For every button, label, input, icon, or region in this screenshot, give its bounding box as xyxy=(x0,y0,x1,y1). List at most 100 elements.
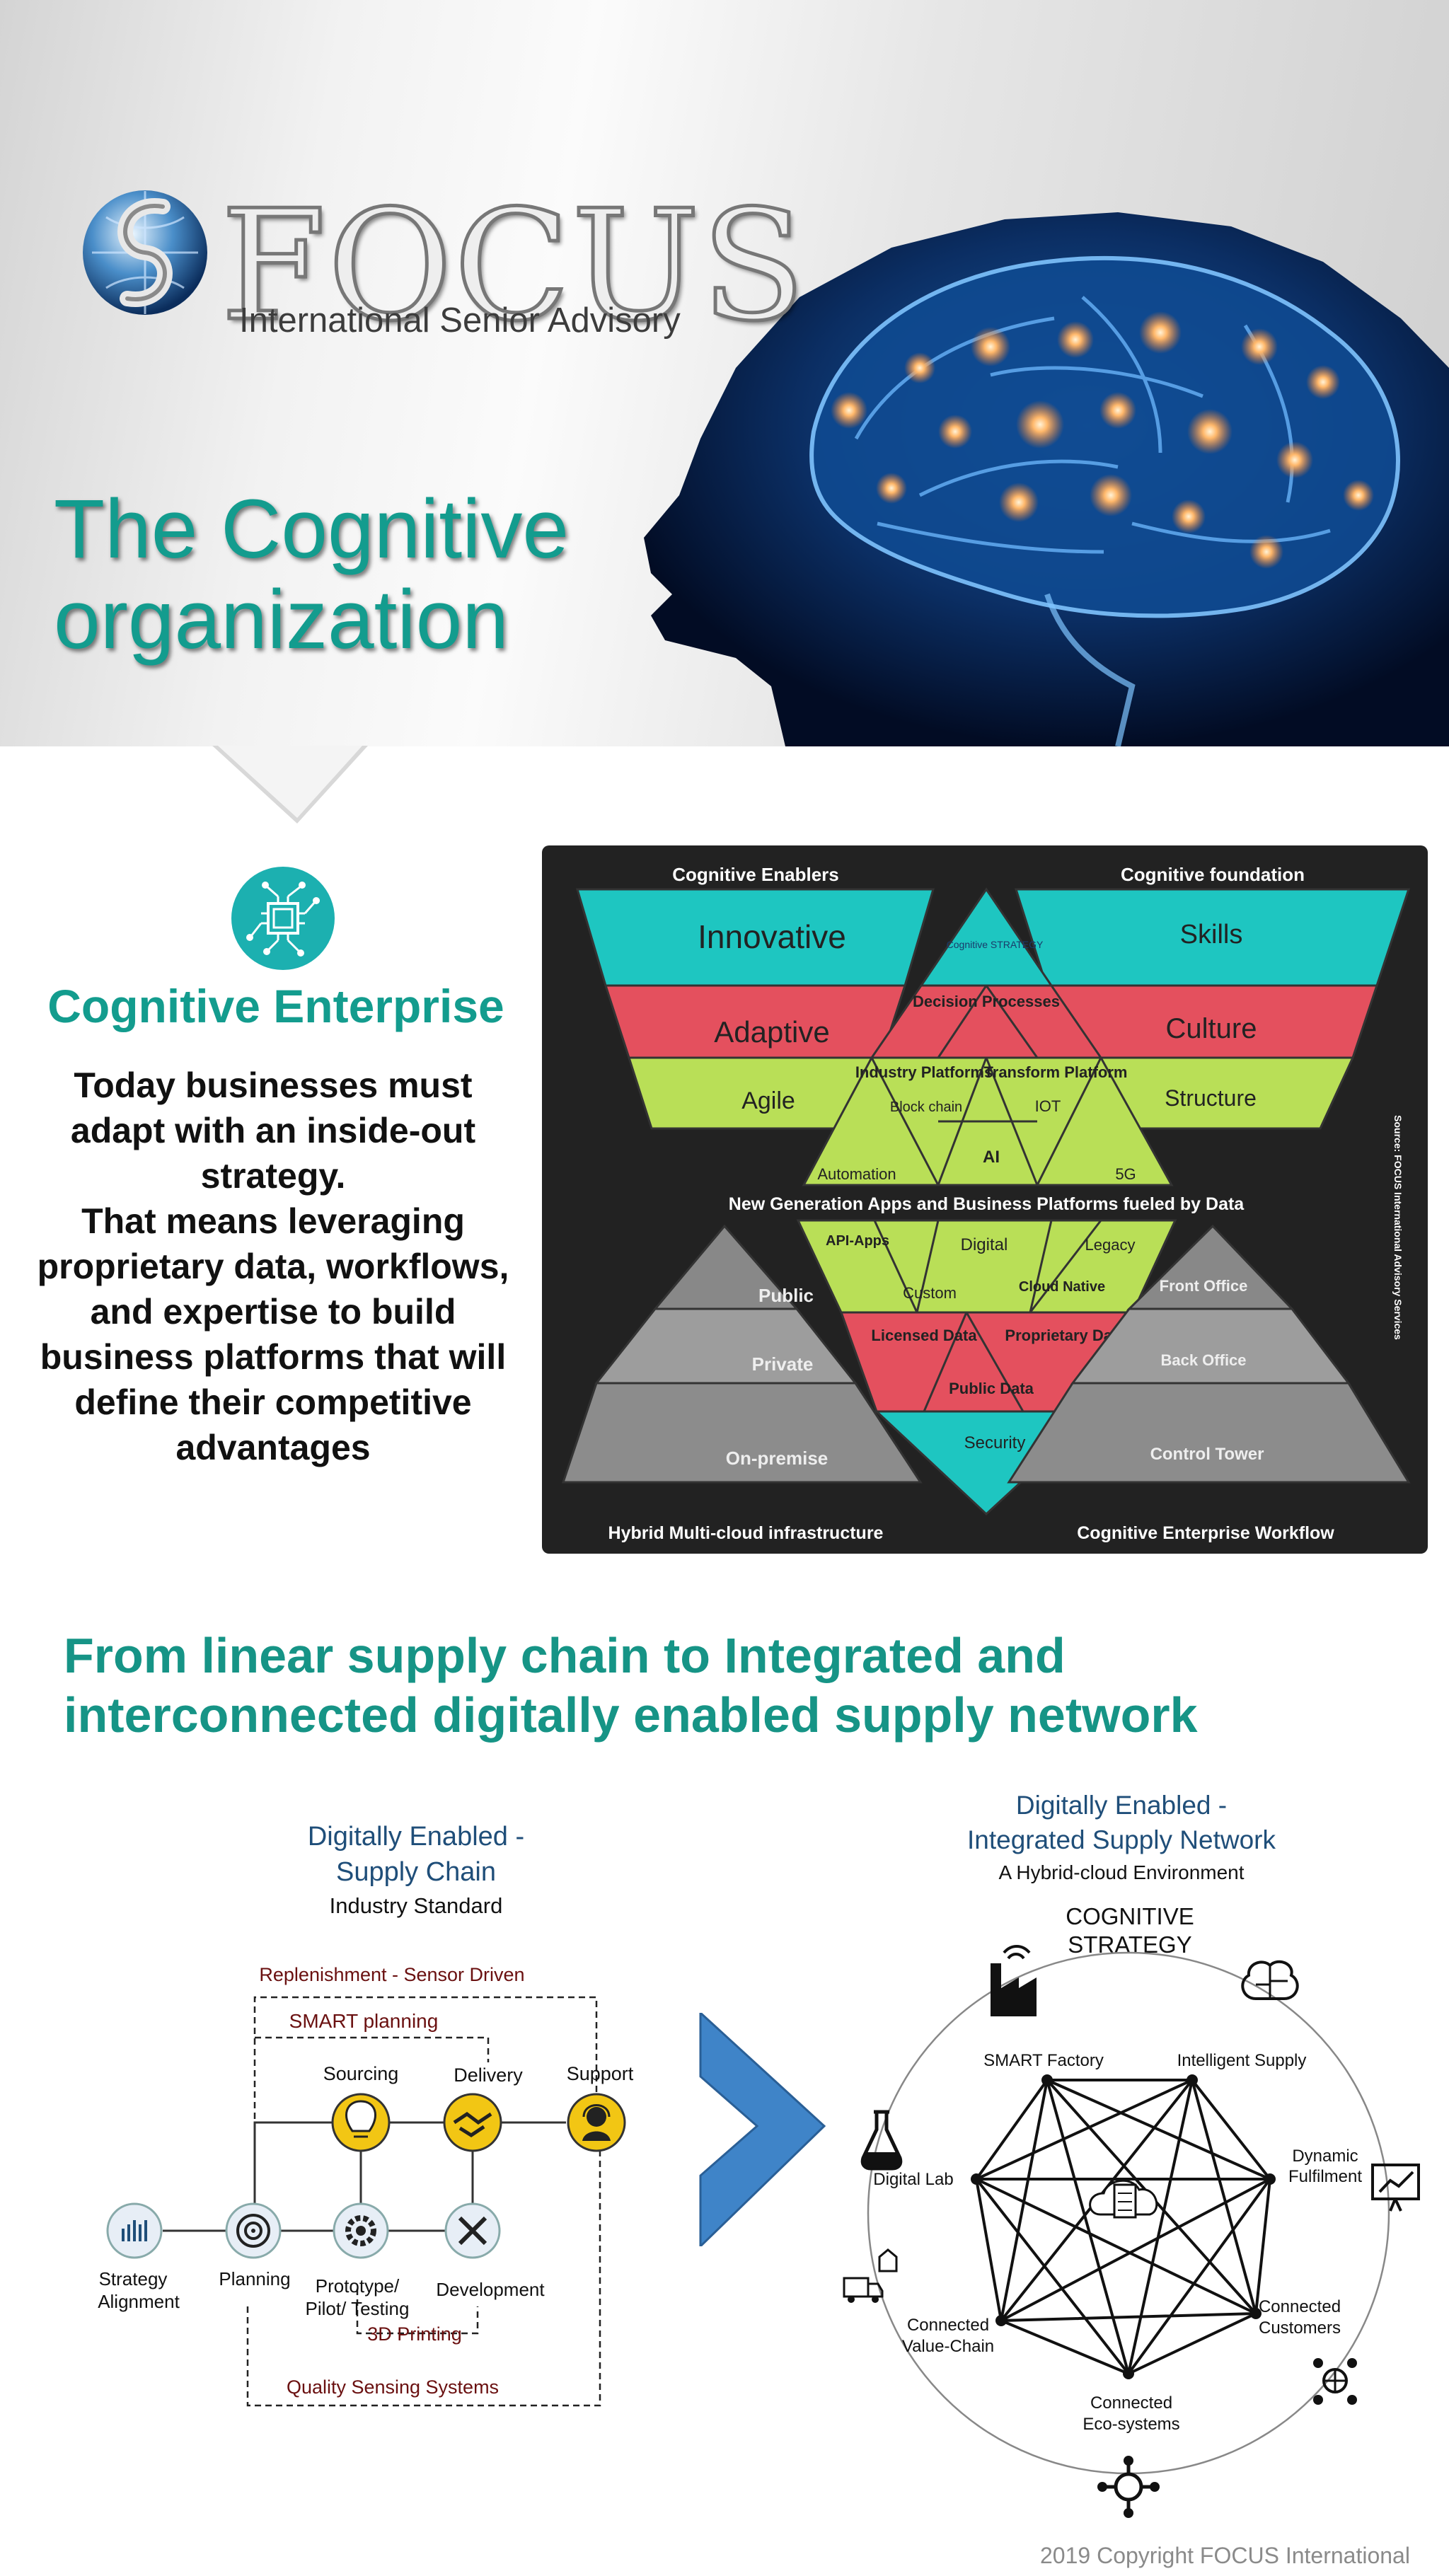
apps-label: Cloud Native xyxy=(1019,1279,1105,1295)
circuit-chip-icon xyxy=(231,867,335,970)
workflow-label: Front Office xyxy=(1160,1277,1248,1295)
data-label: Licensed Data xyxy=(871,1327,977,1344)
brand-name: FOCUS xyxy=(219,177,807,354)
foundation-label: Culture xyxy=(1166,1013,1257,1044)
planning-node xyxy=(225,2202,282,2259)
infra-label: Private xyxy=(752,1353,814,1375)
node-label: Support xyxy=(567,2063,634,2084)
hero-title-line2: organization xyxy=(54,573,509,666)
intro-line: Today businesses must xyxy=(74,1065,473,1105)
apps-label: API-Apps xyxy=(826,1233,889,1249)
center-label: AI xyxy=(983,1148,1000,1167)
workflow-label: Control Tower xyxy=(1150,1445,1264,1464)
supply-heading-line2: interconnected digitally enabled supply … xyxy=(64,1687,1198,1743)
replenishment-label: Replenishment - Sensor Driven xyxy=(259,1964,524,1985)
network-node-label: Fulfilment xyxy=(1288,2167,1362,2186)
center-label: 5G xyxy=(1115,1165,1136,1183)
factory-icon xyxy=(991,1945,1037,2016)
center-label: IOT xyxy=(1035,1097,1061,1115)
center-label: Block chain xyxy=(890,1099,962,1115)
quality-label: Quality Sensing Systems xyxy=(287,2376,499,2398)
supply-network-diagram: Digitally Enabled - Integrated Supply Ne… xyxy=(843,1791,1420,2518)
node-label: Strategy xyxy=(99,2268,168,2289)
intro-paragraph: Today businesses must adapt with an insi… xyxy=(0,1063,546,1470)
center-label: Transform Platform xyxy=(984,1063,1128,1081)
prototype-node xyxy=(333,2202,389,2259)
source-note: Source: FOCUS International Advisory Ser… xyxy=(1392,1115,1404,1340)
intro-line: adapt with an inside-out xyxy=(70,1111,476,1150)
network-title: Digitally Enabled - xyxy=(1016,1791,1227,1820)
network-node-label: SMART Factory xyxy=(983,2051,1104,2070)
brand-tagline: International Senior Advisory xyxy=(239,301,681,340)
foundation-label: Structure xyxy=(1165,1085,1257,1111)
intro-line: That means leveraging xyxy=(81,1201,465,1241)
chain-title: Supply Chain xyxy=(336,1857,496,1887)
apps-label: Digital xyxy=(961,1235,1008,1254)
infra-label: Public xyxy=(758,1285,814,1306)
brain-head-icon xyxy=(644,212,1449,746)
intro-line: and expertise to build xyxy=(90,1292,456,1332)
node-label: Development xyxy=(436,2279,545,2300)
enabler-label: Adaptive xyxy=(714,1015,829,1049)
infra-title: Hybrid Multi-cloud infrastructure xyxy=(608,1523,884,1543)
chevron-right-icon xyxy=(699,2013,826,2246)
support-node xyxy=(567,2093,626,2152)
foundation-title: Cognitive foundation xyxy=(1121,864,1305,885)
printing-label: 3D Printing xyxy=(367,2323,462,2345)
security-label: Security xyxy=(964,1433,1026,1452)
node-label: Sourcing xyxy=(323,2063,399,2084)
network-node-label: Value-Chain xyxy=(902,2337,994,2356)
network-node-label: Customers xyxy=(1259,2318,1341,2338)
network-node-label: Eco-systems xyxy=(1083,2415,1179,2434)
center-label: Cognitive STRATEGY xyxy=(947,939,1044,950)
infra-band-onpremise xyxy=(561,1382,923,1484)
supply-chain-diagram: Digitally Enabled - Supply Chain Industr… xyxy=(98,1822,634,2407)
sourcing-node xyxy=(331,2093,391,2152)
chain-subtitle: Industry Standard xyxy=(330,1893,503,1918)
ecosystem-hub-icon xyxy=(1097,2456,1160,2518)
copyright-text: 2019 Copyright FOCUS International xyxy=(1040,2543,1410,2568)
node-label: Delivery xyxy=(454,2064,523,2086)
enablers-title: Cognitive Enablers xyxy=(672,864,839,885)
network-node-label: Connected xyxy=(907,2316,989,2335)
supply-heading-line1: From linear supply chain to Integrated a… xyxy=(64,1628,1066,1683)
workflow-band-control xyxy=(1007,1382,1411,1484)
network-title: Integrated Supply Network xyxy=(967,1825,1276,1854)
network-node-label: Digital Lab xyxy=(873,2170,953,2189)
globe-logo-icon xyxy=(83,190,207,315)
truck-warehouse-icon xyxy=(843,2248,898,2303)
network-subtitle: A Hybrid-cloud Environment xyxy=(998,1861,1244,1883)
smart-planning-label: SMART planning xyxy=(289,2010,439,2032)
delivery-node xyxy=(443,2093,502,2152)
node-label: Alignment xyxy=(98,2291,180,2312)
workflow-label: Back Office xyxy=(1160,1351,1246,1369)
intro-line: advantages xyxy=(175,1428,371,1467)
center-label: Automation xyxy=(817,1165,896,1183)
intro-line: business platforms that will xyxy=(40,1337,507,1377)
hero-banner: FOCUS International Senior Advisory The … xyxy=(0,0,1449,746)
apps-label: Custom xyxy=(903,1284,957,1302)
development-node xyxy=(444,2202,501,2259)
center-strategy-label: COGNITIVE xyxy=(1066,1903,1194,1929)
network-people-icon xyxy=(1313,2358,1357,2405)
chart-board-icon xyxy=(1371,2164,1420,2212)
hero-title-line1: The Cognitive xyxy=(54,483,570,576)
network-node-label: Connected xyxy=(1259,2297,1341,2316)
node-label: Prototype/ xyxy=(316,2275,400,2297)
flask-icon xyxy=(860,2110,903,2171)
workflow-title: Cognitive Enterprise Workflow xyxy=(1077,1523,1334,1543)
network-node-label: Connected xyxy=(1090,2393,1172,2413)
intro-line: proprietary data, workflows, xyxy=(37,1247,509,1286)
strategy-node xyxy=(106,2202,163,2259)
foundation-label: Skills xyxy=(1180,920,1243,949)
network-node-label: Intelligent Supply xyxy=(1177,2051,1307,2070)
intro-line: strategy. xyxy=(200,1156,346,1196)
section-heading: Cognitive Enterprise xyxy=(47,980,504,1032)
chain-title: Digitally Enabled - xyxy=(308,1822,524,1852)
center-label: Industry Platforms xyxy=(855,1063,993,1081)
node-label: Planning xyxy=(219,2268,290,2289)
cognitive-enterprise-diagram: Cognitive Enablers Cognitive foundation … xyxy=(542,845,1428,1554)
cloud-server-icon xyxy=(1089,2179,1158,2219)
center-strategy-label: STRATEGY xyxy=(1068,1931,1191,1958)
intro-line: define their competitive xyxy=(74,1382,472,1422)
